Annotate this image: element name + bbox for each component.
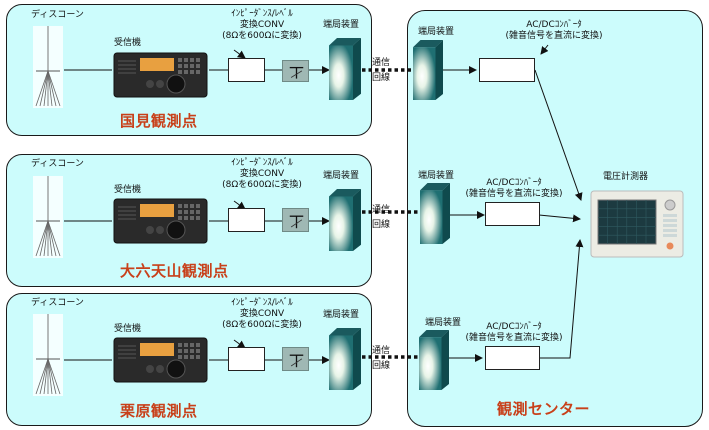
center-terminal-device-icon [420, 183, 450, 244]
acdc-label-line2: (雑音信号を直流に変換) [465, 333, 563, 343]
converter-label-line1: ｲﾝﾋﾟｰﾀﾞﾝｽ/ﾚﾍﾞﾙ [231, 9, 293, 19]
terminal-device-icon [329, 189, 361, 251]
converter-label-line3: (8Ωを600Ωに変換) [222, 180, 302, 190]
center-title: 観測センター [497, 400, 591, 418]
acdc-label-line1: AC/DCｺﾝﾊﾞｰﾀ [486, 178, 542, 188]
site-title: 国見観測点 [120, 112, 198, 130]
center-terminal-label-1: 端局装置 [418, 27, 455, 37]
site-title: 栗原観測点 [120, 402, 198, 420]
receiver-label: 受信機 [114, 38, 142, 48]
center-terminal-device-icon [419, 330, 449, 390]
center-terminal-device-icon [413, 40, 443, 100]
converter-label-line1: ｲﾝﾋﾟｰﾀﾞﾝｽ/ﾚﾍﾞﾙ [231, 158, 293, 168]
terminal-label: 端局装置 [323, 310, 360, 320]
receiver-label: 受信機 [114, 185, 142, 195]
converter-label: ｲﾝﾋﾟｰﾀﾞﾝｽ/ﾚﾍﾞﾙ 変換CONV (8Ωを600Ωに変換) [212, 298, 312, 331]
line-label-line2: 回線 [372, 220, 391, 230]
line-label-line1: 通信 [372, 58, 391, 68]
acdc-converter-box [485, 346, 540, 370]
acdc-label-line2: (雑音信号を直流に変換) [465, 189, 563, 199]
antenna-label: ディスコーン [31, 159, 84, 169]
receiver-label: 受信機 [114, 324, 142, 334]
filter-icon [282, 347, 309, 371]
discone-antenna-icon [33, 26, 63, 108]
acdc-label-line1: AC/DCｺﾝﾊﾞｰﾀ [526, 20, 582, 30]
converter-label-line2: 変換CONV [239, 169, 285, 179]
acdc-label-line2: (雑音信号を直流に変換) [505, 31, 603, 41]
terminal-device-icon [329, 328, 361, 390]
converter-label: ｲﾝﾋﾟｰﾀﾞﾝｽ/ﾚﾍﾞﾙ 変換CONV (8Ωを600Ωに変換) [212, 9, 312, 42]
impedance-converter-box [228, 58, 265, 82]
filter-icon [282, 208, 309, 232]
converter-label-line3: (8Ωを600Ωに変換) [222, 320, 302, 330]
receiver-icon [112, 336, 209, 384]
voltage-meter-icon [590, 190, 684, 258]
converter-label-line3: (8Ωを600Ωに変換) [222, 31, 302, 41]
receiver-icon [112, 51, 209, 99]
acdc-label: AC/DCｺﾝﾊﾞｰﾀ (雑音信号を直流に変換) [454, 178, 574, 200]
line-label-line1: 通信 [372, 346, 391, 356]
acdc-label-line1: AC/DCｺﾝﾊﾞｰﾀ [486, 322, 542, 332]
terminal-label: 端局装置 [323, 20, 360, 30]
center-terminal-label-2: 端局装置 [418, 171, 455, 181]
converter-label: ｲﾝﾋﾟｰﾀﾞﾝｽ/ﾚﾍﾞﾙ 変換CONV (8Ωを600Ωに変換) [212, 158, 312, 191]
converter-label-line2: 変換CONV [239, 20, 285, 30]
acdc-converter-box [485, 202, 540, 226]
center-terminal-label-3: 端局装置 [425, 318, 462, 328]
line-label: 通信 回線 [372, 346, 390, 372]
terminal-label: 端局装置 [323, 171, 360, 181]
discone-antenna-icon [33, 176, 63, 258]
line-label-line2: 回線 [372, 73, 391, 83]
line-label-line2: 回線 [372, 361, 391, 371]
acdc-label: AC/DCｺﾝﾊﾞｰﾀ (雑音信号を直流に変換) [454, 322, 574, 344]
line-label: 通信 回線 [372, 58, 390, 84]
terminal-device-icon [329, 38, 361, 100]
receiver-icon [112, 197, 209, 245]
filter-icon [282, 60, 309, 82]
acdc-label: AC/DCｺﾝﾊﾞｰﾀ (雑音信号を直流に変換) [494, 20, 614, 42]
impedance-converter-box [228, 208, 265, 232]
antenna-label: ディスコーン [31, 298, 84, 308]
line-label: 通信 回線 [372, 205, 390, 231]
line-label-line1: 通信 [372, 205, 391, 215]
converter-label-line1: ｲﾝﾋﾟｰﾀﾞﾝｽ/ﾚﾍﾞﾙ [231, 298, 293, 308]
meter-label: 電圧計測器 [603, 172, 649, 182]
discone-antenna-icon [33, 314, 63, 396]
converter-label-line2: 変換CONV [239, 309, 285, 319]
impedance-converter-box [228, 347, 265, 371]
antenna-label: ディスコーン [31, 10, 84, 20]
acdc-converter-box [479, 58, 535, 82]
site-title: 大六天山観測点 [120, 262, 229, 280]
